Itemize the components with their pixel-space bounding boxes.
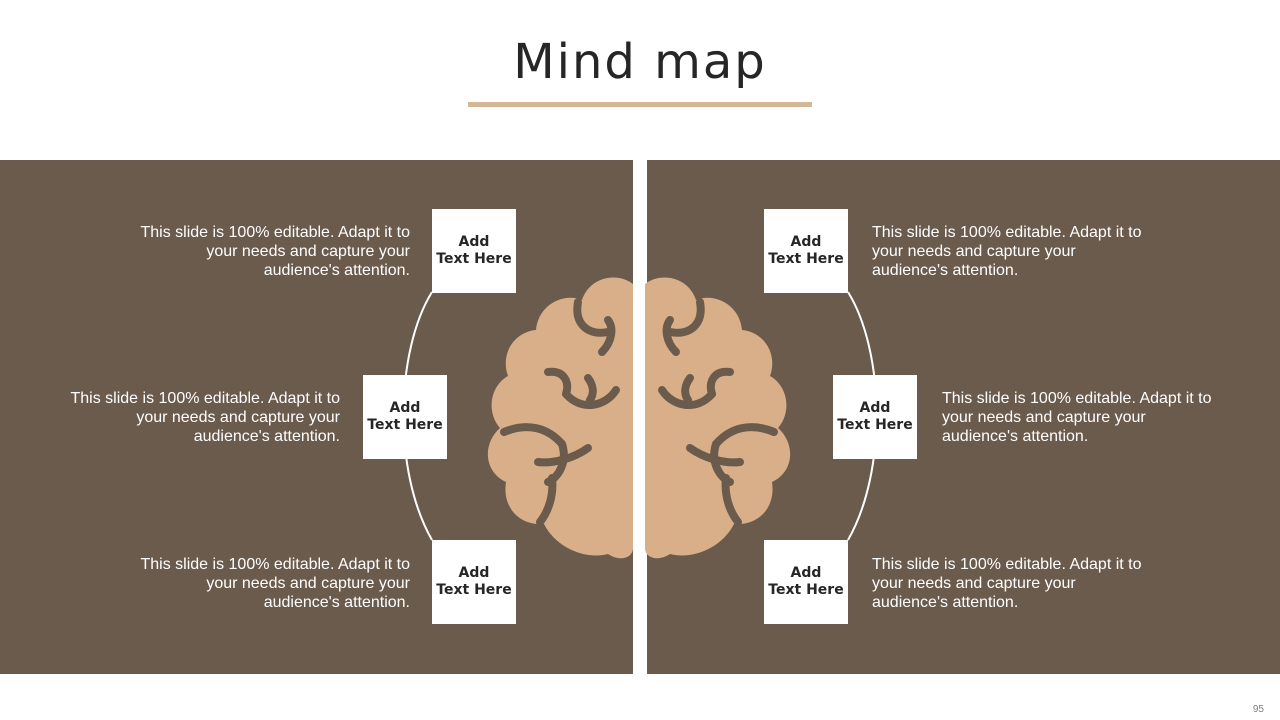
node-label-line2: Text Here — [837, 417, 913, 433]
right-bottom-description: This slide is 100% editable. Adapt it to… — [872, 556, 1142, 611]
node-label-line2: Text Here — [367, 417, 443, 433]
left-middle-node: Add Text Here — [363, 375, 447, 459]
right-middle-description: This slide is 100% editable. Adapt it to… — [942, 390, 1212, 445]
right-top-description: This slide is 100% editable. Adapt it to… — [872, 224, 1142, 279]
slide-title: Mind map — [513, 34, 767, 90]
left-top-node: Add Text Here — [432, 209, 516, 293]
node-label-line2: Text Here — [768, 251, 844, 267]
left-bottom-node: Add Text Here — [432, 540, 516, 624]
brain-icon — [487, 277, 791, 559]
node-label-line2: Text Here — [768, 582, 844, 598]
left-top-description: This slide is 100% editable. Adapt it to… — [140, 224, 411, 279]
right-bottom-node: Add Text Here — [764, 540, 848, 624]
left-bottom-description: This slide is 100% editable. Adapt it to… — [140, 556, 411, 611]
node-label-line1: Add — [790, 234, 822, 250]
node-label-line1: Add — [859, 400, 891, 416]
node-label-line2: Text Here — [436, 582, 512, 598]
node-label-line1: Add — [458, 565, 490, 581]
title-underline — [468, 102, 812, 107]
right-top-node: Add Text Here — [764, 209, 848, 293]
page-number: 95 — [1252, 704, 1264, 715]
node-label-line1: Add — [389, 400, 421, 416]
right-middle-node: Add Text Here — [833, 375, 917, 459]
node-label-line1: Add — [790, 565, 822, 581]
node-label-line1: Add — [458, 234, 490, 250]
left-middle-description: This slide is 100% editable. Adapt it to… — [70, 390, 341, 445]
node-label-line2: Text Here — [436, 251, 512, 267]
